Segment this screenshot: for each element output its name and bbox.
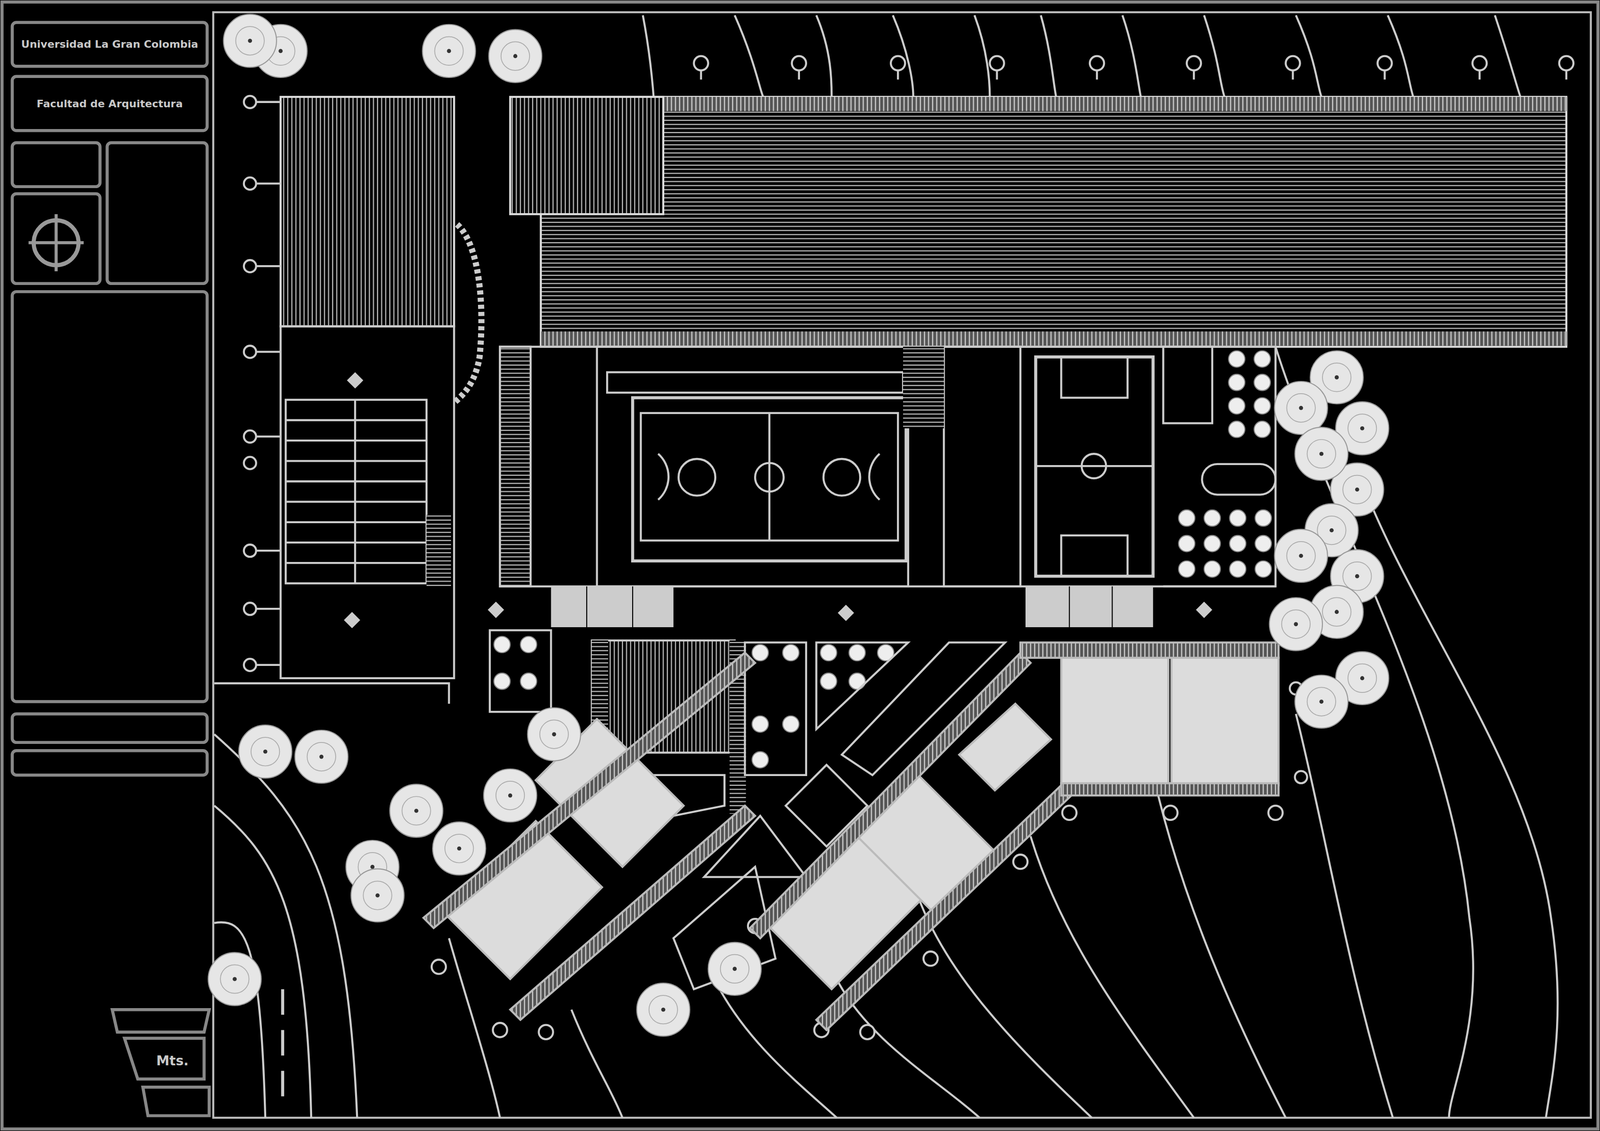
scale-label: Mts. xyxy=(142,1046,202,1076)
title-box: Universidad La Gran Colombia xyxy=(12,22,208,67)
node-text: Mts. xyxy=(156,1053,189,1070)
node-text: Universidad La Gran Colombia xyxy=(21,38,199,51)
title-box: Facultad de Arquitectura xyxy=(12,76,208,131)
node-text: Facultad de Arquitectura xyxy=(36,97,183,110)
